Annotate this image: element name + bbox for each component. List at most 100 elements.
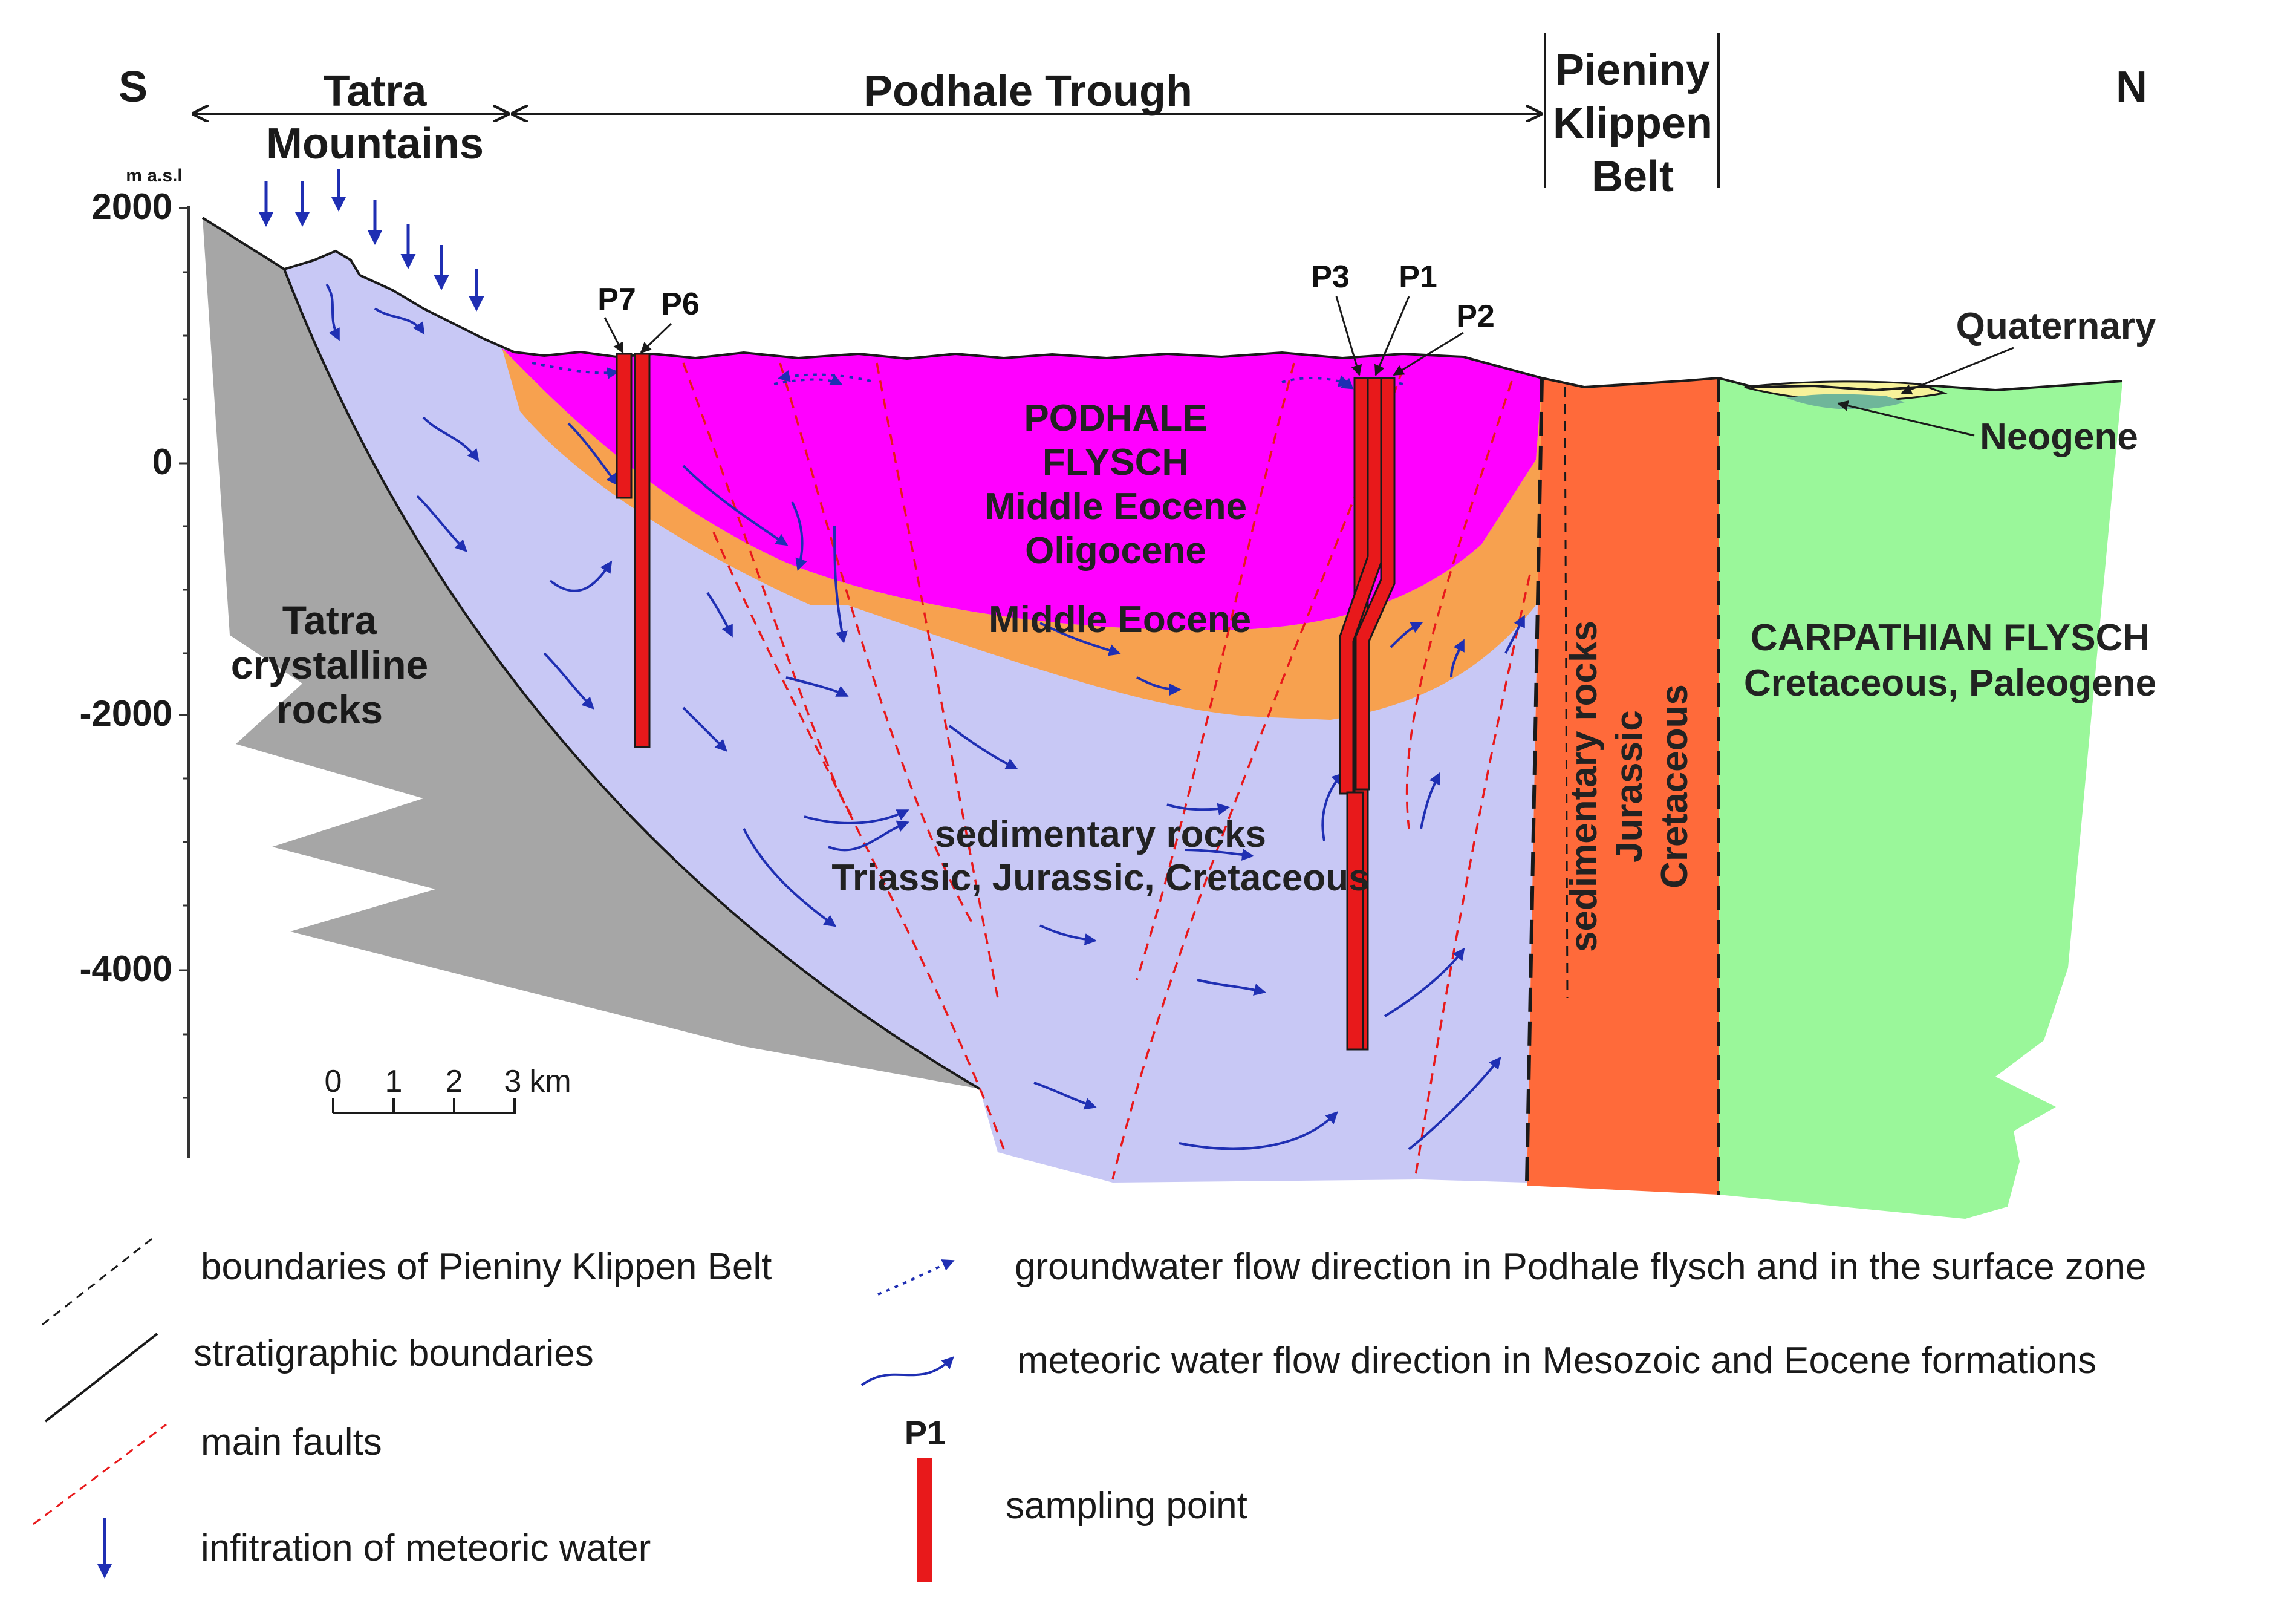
flow-arrow [543,652,594,710]
flow-arrow [682,465,789,546]
carpathian-label-2: Cretaceous, Paleogene [1744,662,2156,704]
flow-arrow [833,526,848,644]
tatra-unit-label-2: crystalline [231,642,429,687]
fault-line [779,362,975,926]
tatra-label-line2: Mountains [266,120,484,168]
flow-arrow [1039,622,1121,656]
flow-arrow [532,362,619,379]
pkb-label-1: sedimentary rocks [1563,621,1605,952]
legend-groundwater: groundwater flow direction in Podhale fl… [1015,1246,2146,1288]
scale-bar: 0 1 2 3 km [325,1064,571,1114]
flow-arrow [1340,377,1403,390]
podhale-trough-label: Podhale Trough [863,67,1192,116]
flow-arrow [1450,639,1465,678]
flysch-label-4: Oligocene [1025,530,1206,572]
pieniny-label-line2: Klippen [1553,99,1712,148]
middle-eocene-unit [502,348,1542,720]
fault-line [682,362,854,818]
flysch-label-2: FLYSCH [1042,442,1189,483]
podhale-flysch-unit [502,348,1542,630]
quaternary-label: Quaternary [1956,305,2156,347]
flow-arrow [706,592,733,638]
flow-arrow [785,676,849,697]
legend-groundwater-swatch [877,1259,955,1296]
north-label: N [2116,63,2147,111]
carpathian-flysch-unit [1719,378,2122,1219]
well-deep [1346,791,1364,1051]
scale-unit: km [529,1064,571,1099]
legend-sampling: sampling point [1006,1485,1247,1527]
flow-arrow [1321,772,1344,841]
well-label-p3: P3 [1311,259,1350,295]
tick-2000: 2000 [92,186,172,227]
sampling-wells [616,353,1396,1051]
well-label-p1: P1 [1399,259,1437,295]
tatra-stratigraphic-boundary [283,269,981,1090]
flow-arrow [1033,1082,1097,1110]
legend-sampling-symbol: P1 [905,1414,946,1452]
elevation-axis: m a.s.l 2000 0 -2000 -4000 [80,166,190,1158]
well-label-p7: P7 [597,282,636,317]
fault-line [1414,574,1531,1180]
tatra-label-line1: Tatra [324,67,428,116]
tatra-unit-label-3: rocks [276,687,383,732]
flow-arrow [1185,849,1254,861]
legend: boundaries of Pieniny Klippen Belt strat… [33,1236,2146,1582]
legend-sampling-swatch [917,1458,932,1582]
tick-minus-2000: -2000 [80,693,172,734]
legend-faults: main faults [201,1421,382,1463]
flow-arrow [567,422,619,486]
tatra-crystalline-unit [203,218,980,1089]
scale-label-3: 3 [504,1064,522,1099]
scale-label-1: 1 [385,1064,403,1099]
pieniny-label-line1: Pieniny [1555,46,1710,94]
pieniny-inner-boundary [1564,387,1569,999]
flow-arrow [1420,772,1440,829]
legend-meteoric-flow: meteoric water flow direction in Mesozoi… [1017,1340,2096,1382]
surface-groundwater-flow [532,362,1403,390]
flow-arrow [778,370,871,382]
legend-pkb-boundaries: boundaries of Pieniny Klippen Belt [201,1246,772,1288]
axis-unit: m a.s.l [126,166,182,186]
flow-arrow [773,374,843,385]
well-labels: P7 P6 P3 P1 P2 [597,259,1495,376]
well-p7 [616,353,633,499]
fault-line [1405,380,1513,829]
pkb-label-2: Jurassic [1608,710,1650,863]
scale-label-2: 2 [446,1064,463,1099]
fault-line [1136,362,1295,980]
flysch-label-3: Middle Eocene [984,486,1247,527]
legend-fault-swatch [33,1423,167,1525]
flow-arrow [1384,947,1465,1017]
well-label-p2: P2 [1456,299,1495,334]
scale-label-0: 0 [325,1064,342,1099]
flow-arrow [549,560,613,592]
middle-eocene-label: Middle Eocene [989,599,1251,641]
flow-arrow [374,307,425,335]
tick-minus-4000: -4000 [80,948,172,989]
flow-arrow [1136,676,1182,696]
pieniny-label-line3: Belt [1592,152,1674,201]
flow-arrow [948,725,1018,769]
legend-infiltration: infitration of meteoric water [201,1527,651,1569]
flow-arrow [1504,615,1525,654]
flow-arrow [325,283,340,341]
section-boundaries [201,217,2123,1195]
flow-arrow [1390,622,1423,648]
legend-stratigraphic-swatch [44,1333,158,1423]
flow-arrow [682,706,727,752]
carpathian-label-1: CARPATHIAN FLYSCH [1751,617,2150,659]
sedimentary-label-2: Triassic, Jurassic, Cretaceous [831,857,1369,899]
legend-stratigraphic: stratigraphic boundaries [194,1333,594,1374]
flow-arrow [828,820,909,852]
tick-0: 0 [152,442,172,482]
flow-arrow [1197,979,1266,996]
tatra-unit-label-1: Tatra [282,598,378,642]
flow-arrow [791,501,807,571]
well-p2 [1355,377,1396,791]
flow-arrow [804,809,909,824]
flow-arrow [416,495,467,552]
flysch-label-1: PODHALE [1024,397,1207,439]
surface-profile [201,217,2123,392]
